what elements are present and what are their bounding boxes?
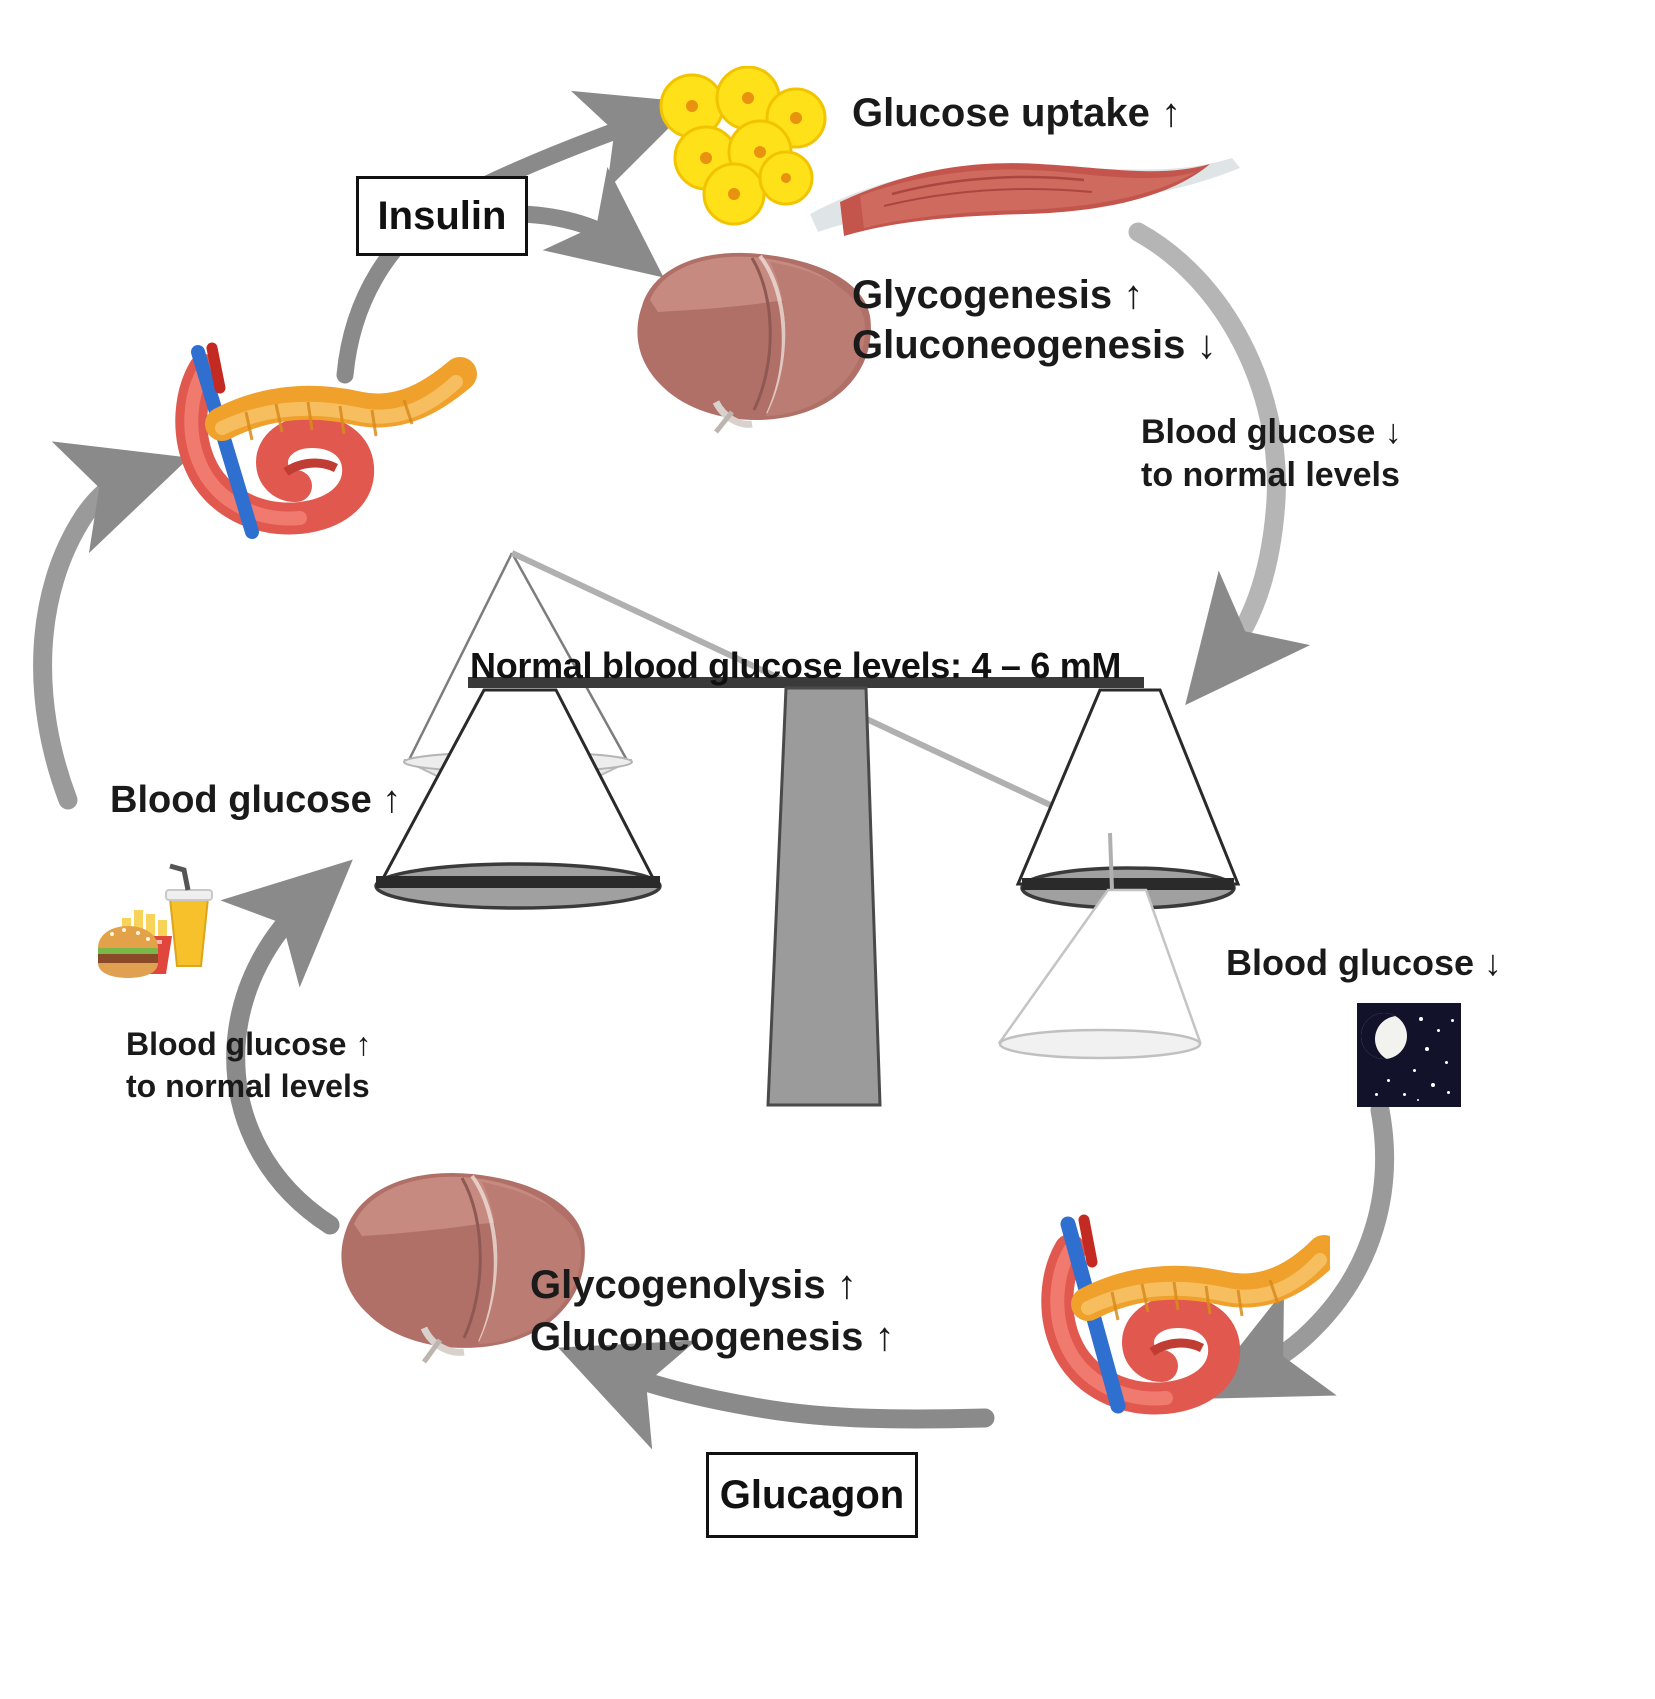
glucagon-box[interactable]: Glucagon — [706, 1452, 918, 1538]
glucagon-label: Glucagon — [719, 1472, 905, 1517]
adipose-cells-icon — [659, 66, 827, 226]
moon-icon — [1361, 1013, 1407, 1059]
night-sky-icon — [1357, 1003, 1461, 1107]
label-gluconeogenesis-up: Gluconeogenesis ↑ — [530, 1315, 895, 1359]
label-blood-glucose-up-to-normal-line2: to normal levels — [126, 1068, 370, 1104]
fast-food-meal-icon — [98, 863, 213, 978]
label-glucose-uptake: Glucose uptake ↑ — [852, 91, 1181, 135]
arrow-glucagon-to-liver — [558, 1340, 995, 1450]
arrow-liver-to-normal-left — [220, 859, 353, 1235]
beam-normal-range-label: Normal blood glucose levels: 4 – 6 mM — [470, 645, 1122, 686]
label-blood-glucose-down-to-normal-line1: Blood glucose ↓ — [1141, 413, 1402, 451]
label-glycogenolysis: Glycogenolysis ↑ — [530, 1263, 857, 1307]
insulin-box[interactable]: Insulin — [356, 176, 528, 256]
label-blood-glucose-up-to-normal-line1: Blood glucose ↑ — [126, 1026, 372, 1062]
liver-icon-top — [637, 252, 871, 434]
label-glycogenesis: Glycogenesis ↑ — [852, 273, 1144, 317]
pancreas-icon-bottom — [1041, 1214, 1330, 1415]
liver-icon-bottom — [341, 1172, 585, 1364]
arrow-insulin-to-liver — [513, 167, 664, 278]
arrow-food-to-pancreas — [33, 441, 190, 810]
label-blood-glucose-up: Blood glucose ↑ — [110, 779, 402, 821]
label-gluconeogenesis-down: Gluconeogenesis ↓ — [852, 323, 1217, 367]
pancreas-icon-top — [175, 342, 477, 539]
label-blood-glucose-down-to-normal-line2: to normal levels — [1141, 456, 1400, 494]
insulin-label: Insulin — [377, 193, 507, 238]
label-blood-glucose-down: Blood glucose ↓ — [1226, 942, 1503, 983]
skeletal-muscle-icon — [810, 158, 1240, 236]
